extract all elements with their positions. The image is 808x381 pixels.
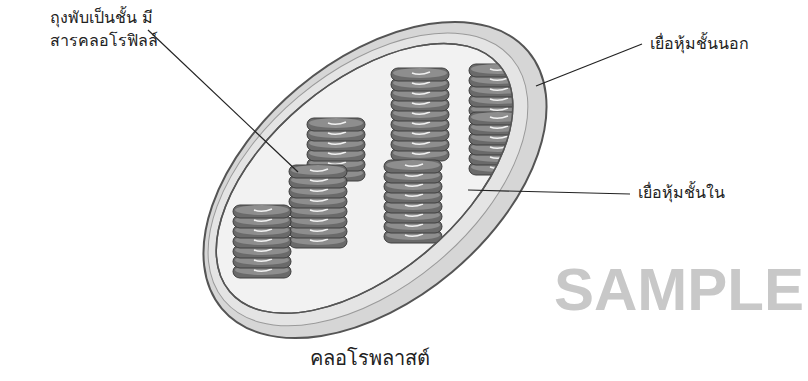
grana-stacks xyxy=(233,64,527,278)
thylakoid-disc xyxy=(469,112,527,125)
inner-membrane xyxy=(168,0,561,365)
caption: คลอโรพลาสต์ xyxy=(310,342,430,374)
outer-membrane xyxy=(145,0,606,381)
thylakoid-disc xyxy=(384,160,442,173)
leader-line xyxy=(468,190,630,194)
granum-stack xyxy=(391,68,449,161)
part-label: เยื่อหุ้มชั้นนอก xyxy=(650,32,800,55)
leader-line xyxy=(148,30,298,172)
granum-stack xyxy=(233,205,291,278)
intermembrane-space xyxy=(155,0,582,381)
watermark: SAMPLE xyxy=(554,255,804,324)
granum-stack xyxy=(469,112,527,175)
granum-stack xyxy=(384,160,442,243)
thylakoid-disc xyxy=(391,68,449,81)
part-label: เยื่อหุ้มชั้นใน xyxy=(638,181,798,204)
inner-membrane-outline xyxy=(168,0,561,365)
thylakoid-disc xyxy=(307,118,365,131)
leader-line xyxy=(536,44,642,86)
part-label: ถุงพับเป็นชั้น มีสารคลอโรฟิลล์ xyxy=(50,6,168,52)
granum-stack xyxy=(469,64,527,117)
thylakoid-disc xyxy=(469,64,527,77)
thylakoid-disc xyxy=(233,205,291,218)
granum-stack xyxy=(289,165,347,248)
